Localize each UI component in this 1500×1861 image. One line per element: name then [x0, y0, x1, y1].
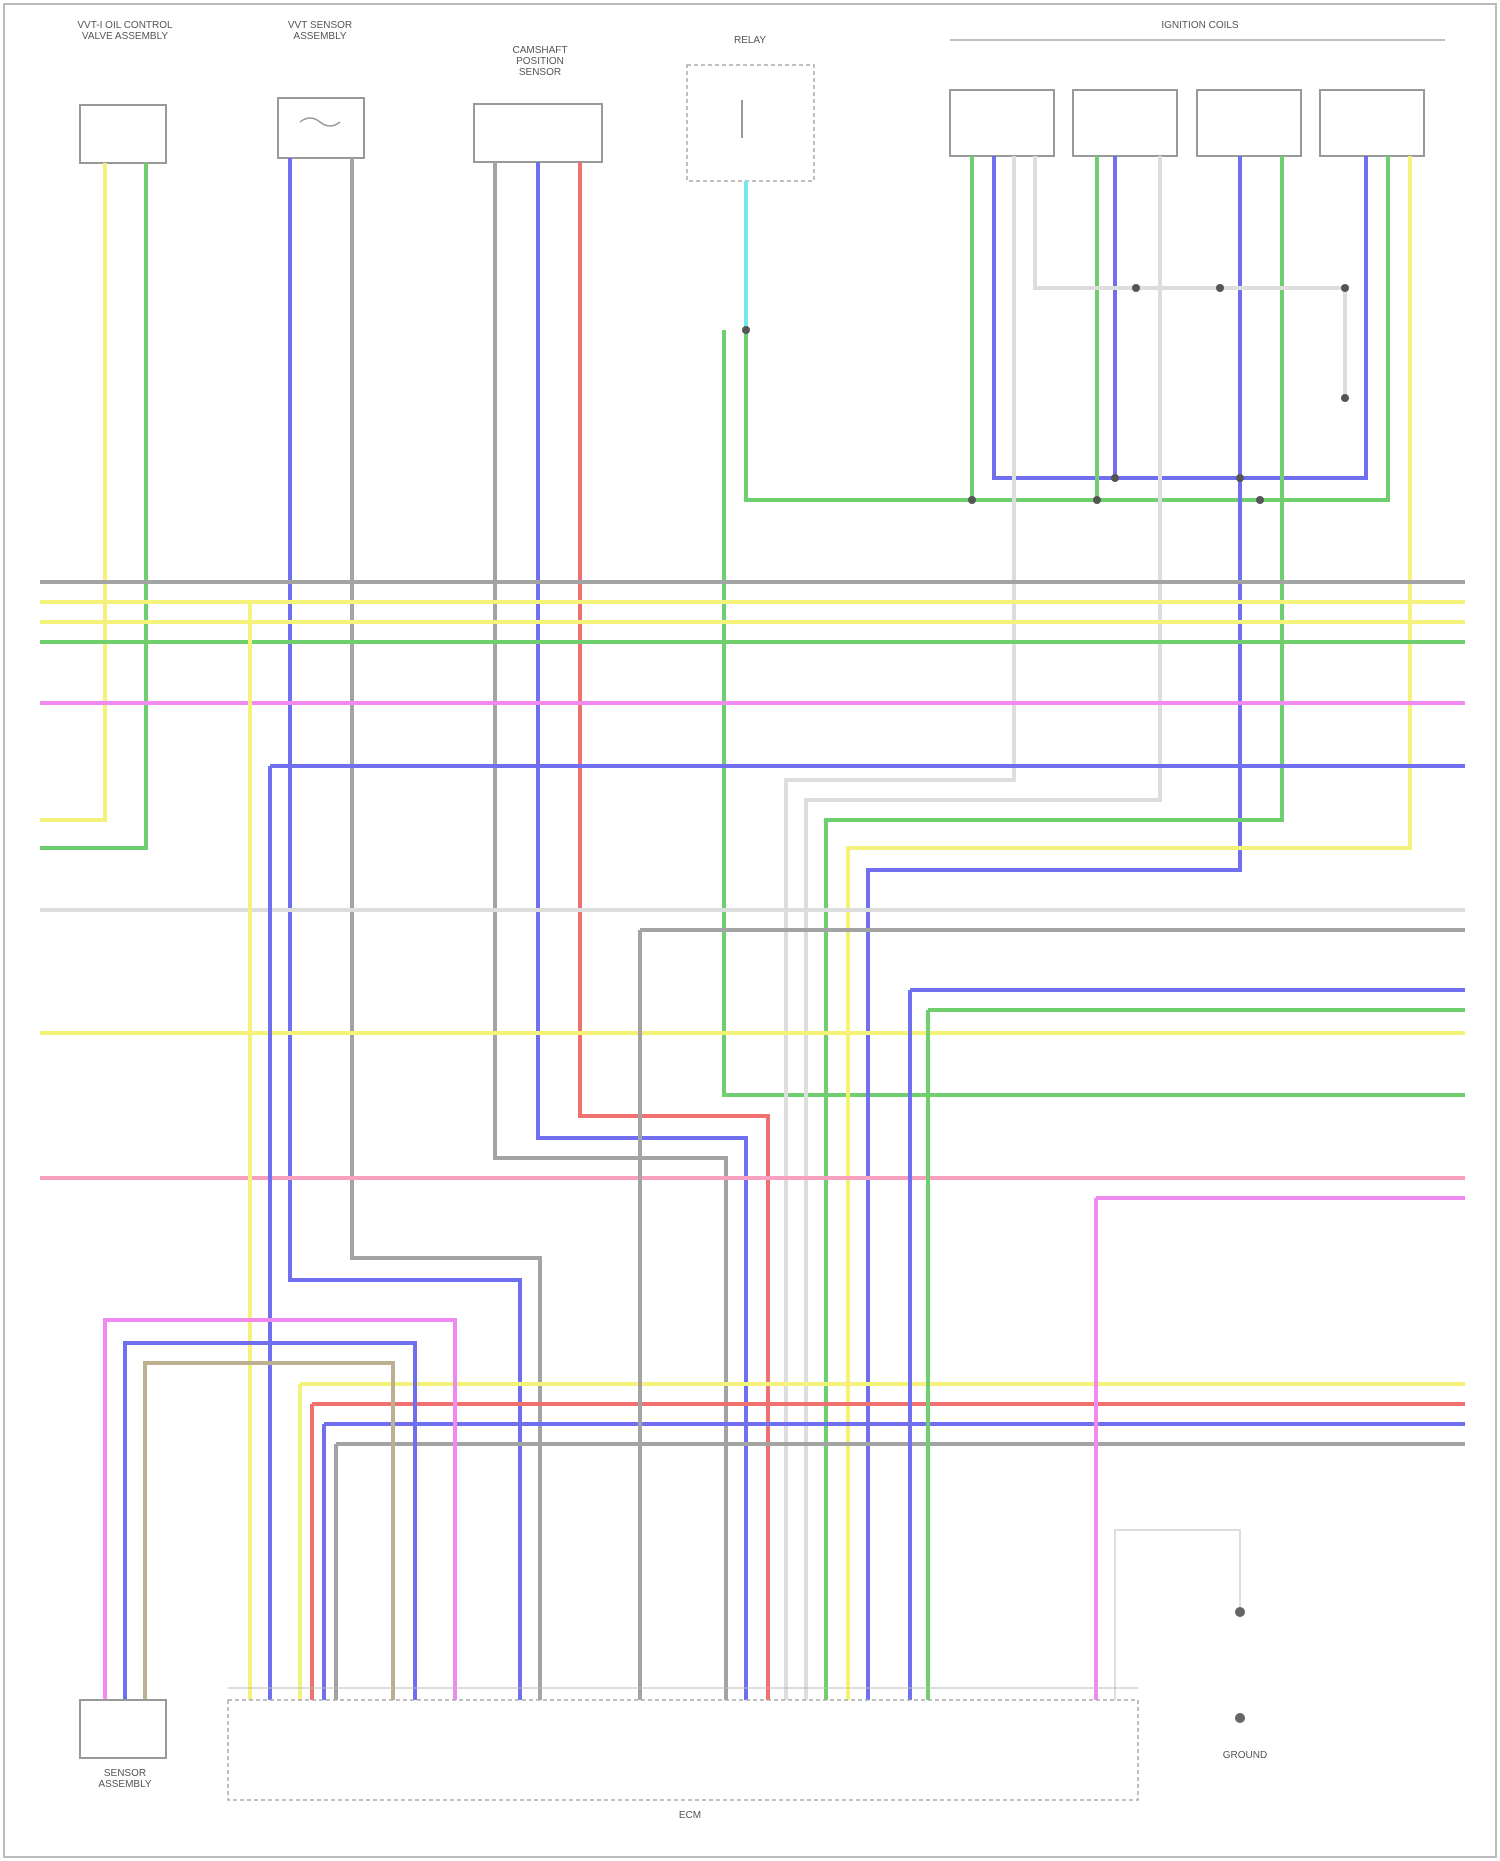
component-top-third	[474, 104, 602, 162]
horizontal-bus	[40, 582, 1465, 1444]
component-ecm	[228, 1688, 1138, 1800]
wires-relay	[724, 181, 1465, 1095]
label-top-left: VVT-I OIL CONTROL VALVE ASSEMBLY	[55, 20, 195, 42]
component-top-group-frame	[950, 40, 1445, 156]
wires-top-left	[40, 163, 146, 848]
wire-yellow-vvt	[40, 163, 105, 820]
wire-gray-vvt-sensor	[352, 158, 540, 1700]
component-top-left	[80, 105, 166, 163]
wire-green-vvt	[40, 163, 146, 848]
ground-branch	[1115, 1530, 1245, 1723]
component-top-relay	[687, 65, 814, 181]
wire-green-coil-4	[1260, 156, 1388, 500]
ground-node-bottom	[1235, 1713, 1245, 1723]
label-top-relay: RELAY	[690, 35, 810, 46]
label-top-second: VVT SENSOR ASSEMBLY	[250, 20, 390, 42]
wire-ground	[1115, 1530, 1240, 1700]
ground-node-top	[1235, 1607, 1245, 1617]
label-top-group: IGNITION COILS	[1100, 20, 1300, 31]
component-bottom-left	[80, 1700, 166, 1758]
wire-white-coil-top	[1035, 156, 1345, 400]
wire-green-relay-a	[746, 330, 972, 500]
loop-pink	[105, 1320, 455, 1700]
label-ecm: ECM	[600, 1810, 780, 1821]
wire-blue-coil-bus	[994, 156, 1366, 478]
component-top-second	[278, 98, 364, 158]
label-bottom-left: SENSOR ASSEMBLY	[55, 1768, 195, 1790]
junction-dots	[742, 284, 1349, 504]
label-top-third: CAMSHAFT POSITION SENSOR	[470, 45, 610, 78]
bottom-left-loop	[105, 1320, 455, 1700]
label-ground: GROUND	[1190, 1750, 1300, 1761]
wire-green-relay-b	[724, 330, 1465, 1095]
